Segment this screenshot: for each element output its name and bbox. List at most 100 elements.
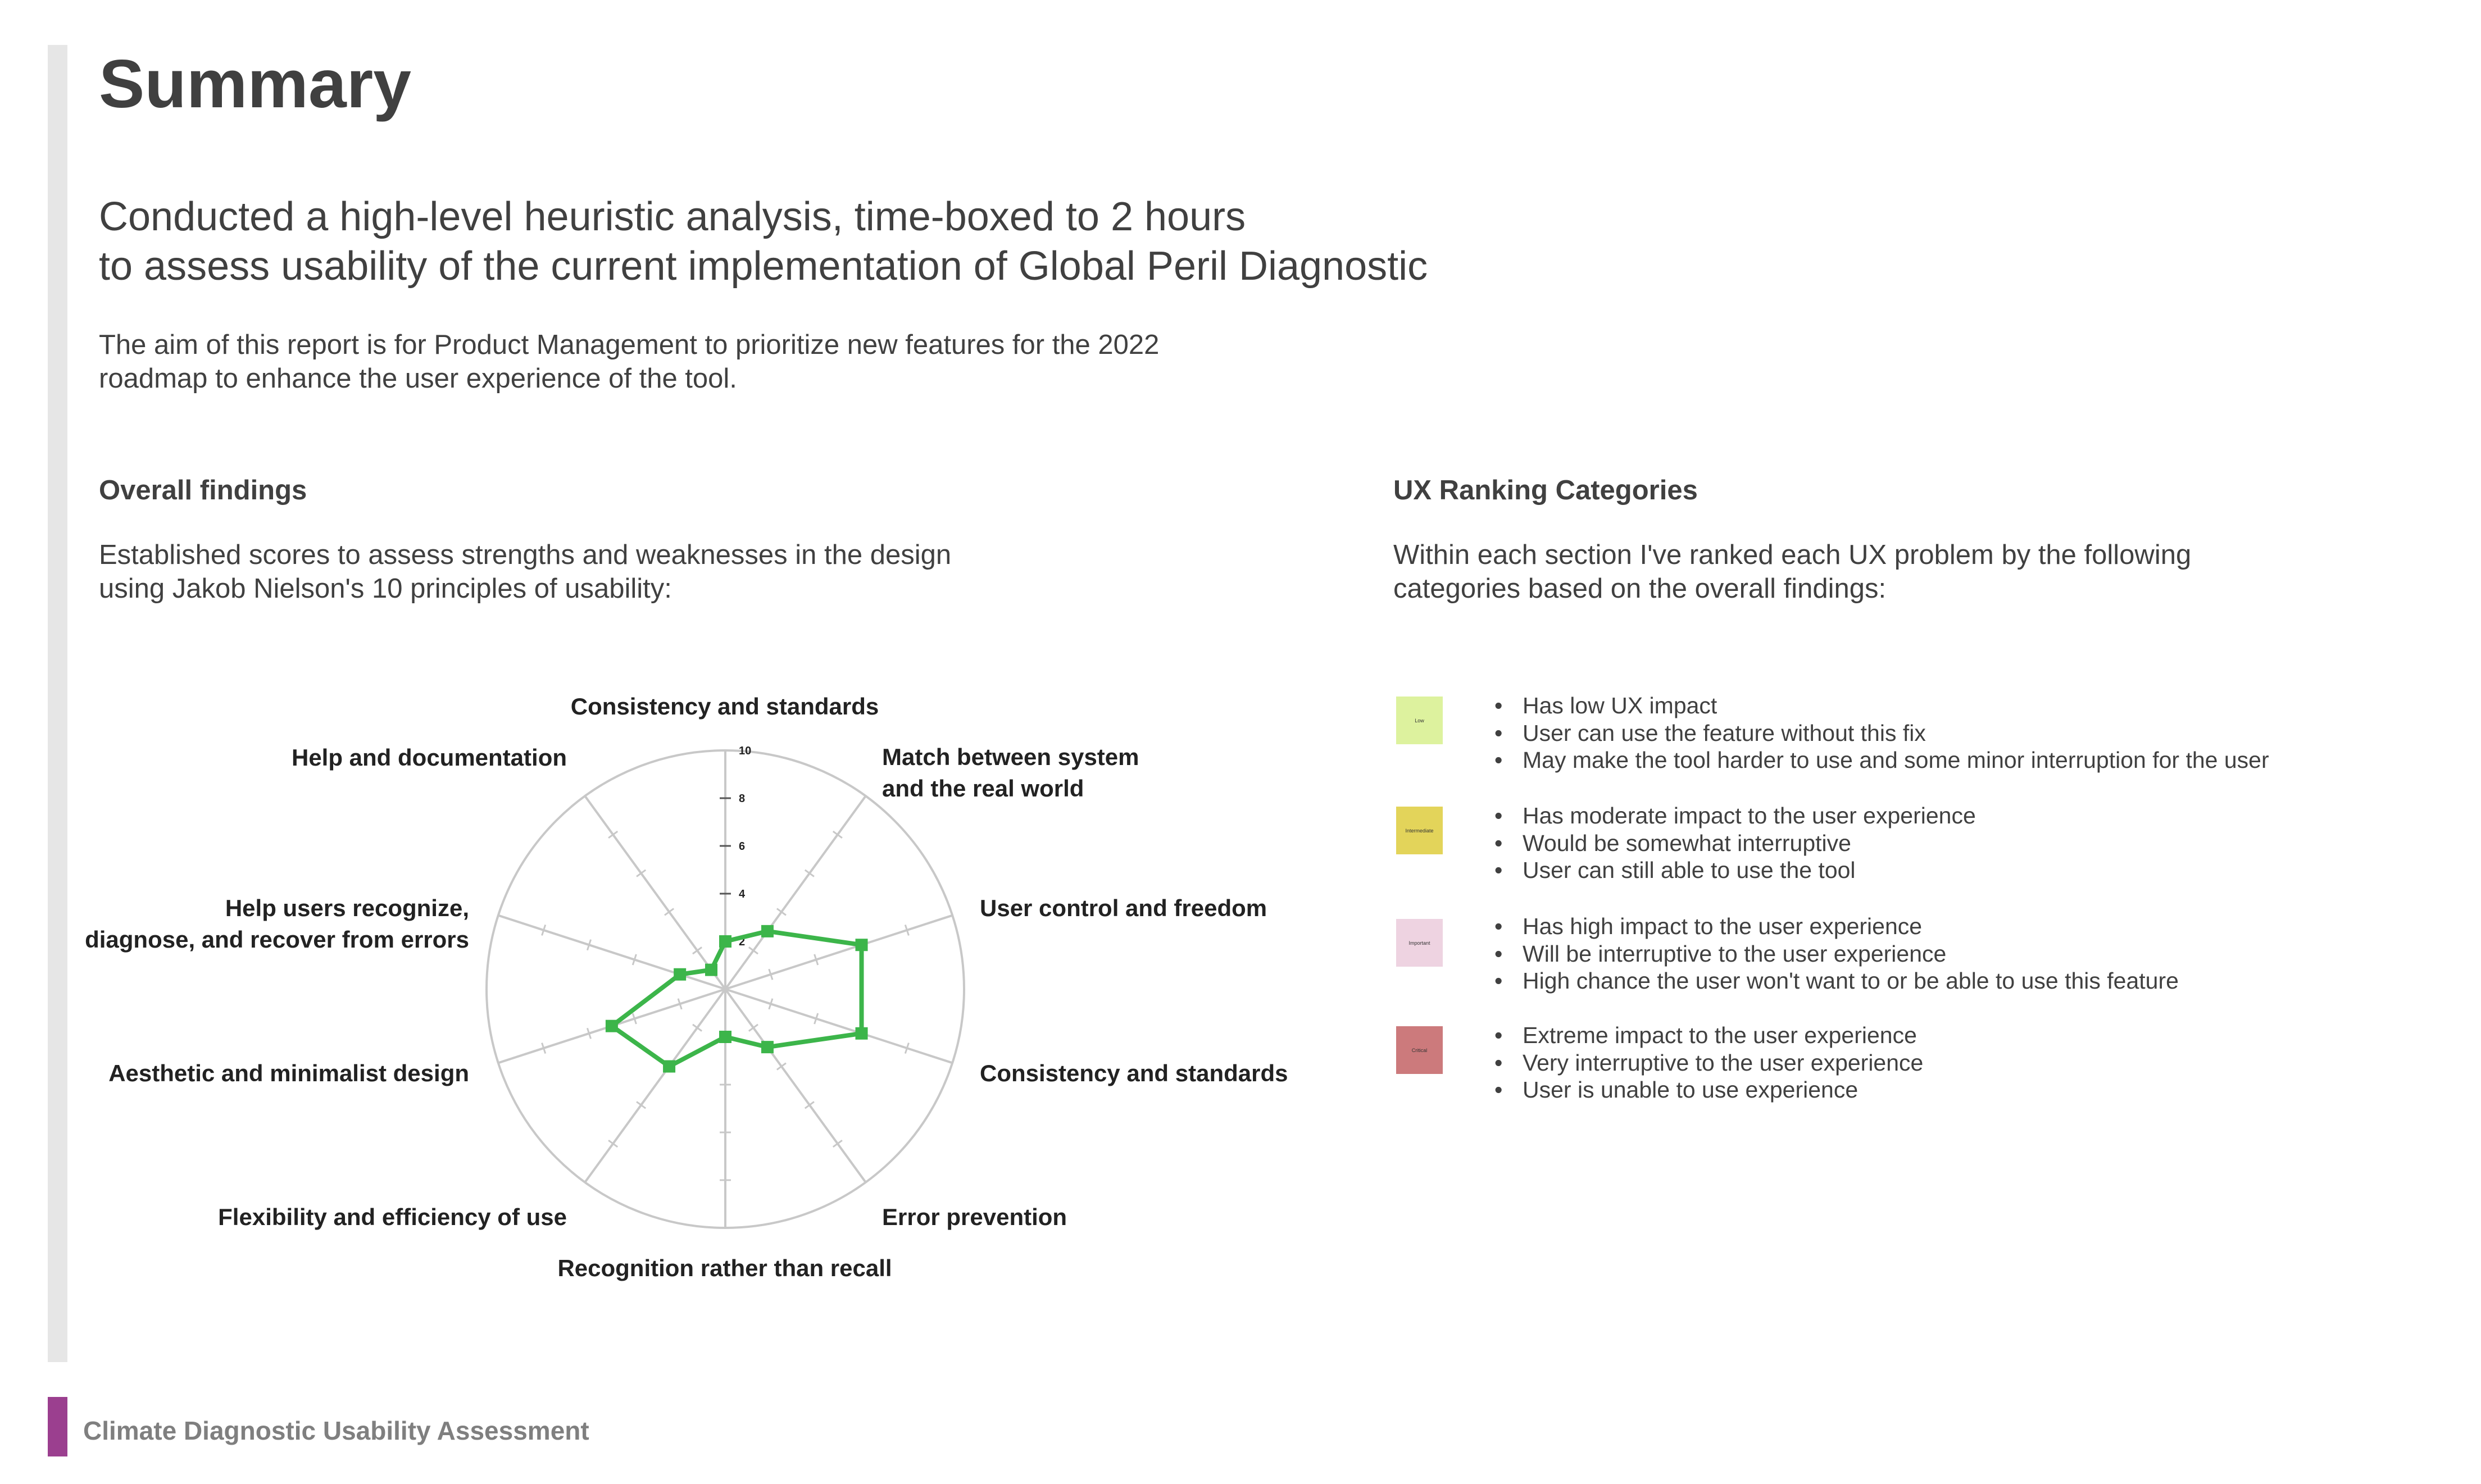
radar-tick-mark [636,869,647,877]
radar-tick-mark [832,1139,843,1148]
radar-tick-mark [631,954,637,966]
radar-data-point [705,963,718,976]
radar-tick-mark [608,830,619,839]
radar-axis-label: Error prevention [882,1204,1067,1230]
radar-tick-mark [832,830,843,839]
radar-axis-label: Consistency and standards [571,693,879,720]
radar-tick-mark [692,1023,703,1032]
findings-text-2: using Jakob Nielson's 10 principles of u… [99,573,672,604]
bullet-icon: • [1494,940,1503,967]
bullet-text: High chance the user won't want to or be… [1523,968,2179,994]
radar-tick-mark [586,1027,592,1039]
radar-tick-mark [768,998,774,1010]
bullet-icon: • [1494,857,1503,883]
radar-axis-label: diagnose, and recover from errors [85,926,469,953]
radar-axis-line [725,914,953,990]
radar-data-point [719,935,731,948]
radar-tick-mark [814,1013,819,1025]
ranking-text-1: Within each section I've ranked each UX … [1393,540,2192,570]
intro-line-1: The aim of this report is for Product Ma… [99,330,1160,360]
radar-tick-mark [904,924,910,936]
radar-data-point [663,1060,676,1073]
radar-tick-mark [748,946,758,955]
bullet-icon: • [1494,1049,1503,1076]
radar-tick-mark [677,998,683,1010]
radar-axis-label: Flexibility and efficiency of use [218,1204,567,1230]
radar-tick-mark [776,908,787,916]
intro-line-2: roadmap to enhance the user experience o… [99,363,737,394]
radar-tick-mark [692,946,703,955]
radar-data-point [761,925,774,937]
radar-tick-label: 2 [739,936,745,948]
radar-axis-line [725,988,953,1064]
bullet-icon: • [1494,830,1503,856]
bullet-icon: • [1494,747,1503,773]
radar-axis-label: and the real world [882,775,1084,802]
footer-title: Climate Diagnostic Usability Assessment [83,1416,589,1445]
bullet-text: User can use the feature without this fi… [1523,720,1926,746]
bullet-text: Has high impact to the user experience [1523,913,1923,939]
bullet-text: Will be interruptive to the user experie… [1523,940,1947,967]
findings-text-1: Established scores to assess strengths a… [99,540,952,570]
radar-data-point [719,1031,731,1043]
radar-data-point [605,1019,618,1032]
radar-tick-mark [608,1139,619,1148]
bullet-text: Extreme impact to the user experience [1523,1022,1917,1048]
radar-axis-line [724,988,867,1183]
radar-tick-label: 6 [739,840,745,853]
bullet-text: User is unable to use experience [1523,1077,1859,1103]
radar-axis-label: Help and documentation [292,744,567,771]
radar-axis-label: Aesthetic and minimalist design [108,1060,469,1086]
radar-axis-label: Consistency and standards [980,1060,1288,1086]
radar-axis-line [584,795,726,990]
category-swatch-critical: Critical [1396,1026,1443,1074]
radar-axis-label: Recognition rather than recall [557,1255,892,1281]
category-swatch-important: Important [1396,919,1443,967]
radar-tick-label: 8 [739,793,745,805]
bullet-icon: • [1494,693,1503,718]
footer-accent-bar [48,1397,67,1456]
radar-data-point [855,939,868,952]
radar-axis-label: Match between system [882,744,1139,770]
radar-data-point [855,1027,868,1040]
radar-axis-label: User control and freedom [980,895,1267,921]
bullet-icon: • [1494,1077,1503,1103]
bullet-icon: • [1494,1022,1503,1048]
radar-tick-mark [904,1043,910,1054]
radar-tick-mark [748,1023,758,1032]
left-accent-bar [48,45,67,1362]
radar-tick-mark [631,1013,637,1025]
radar-tick-mark [804,869,815,877]
radar-tick-mark [768,968,774,980]
radar-tick-mark [541,1043,547,1054]
bullet-icon: • [1494,803,1503,829]
bullet-text: Very interruptive to the user experience [1523,1049,1924,1076]
radar-tick-mark [814,954,819,966]
bullet-text: Has low UX impact [1523,693,1717,718]
radar-data-point [761,1041,774,1054]
subtitle-line-2: to assess usability of the current imple… [99,244,1428,289]
category-swatch-intermediate: Intermediate [1396,807,1443,854]
bullet-text: User can still able to use the tool [1523,857,1856,883]
radar-tick-label: 10 [739,745,751,757]
category-swatch-low: Low [1396,697,1443,744]
ranking-heading: UX Ranking Categories [1393,475,1698,506]
subtitle-line-1: Conducted a high-level heuristic analysi… [99,194,1246,239]
findings-heading: Overall findings [99,475,307,506]
bullet-icon: • [1494,968,1503,994]
radar-axis-line [584,988,726,1183]
radar-series-line [609,928,864,1069]
bullet-text: May make the tool harder to use and some… [1523,747,2269,773]
radar-tick-mark [586,939,592,951]
radar-tick-mark [664,908,675,916]
bullet-icon: • [1494,913,1503,939]
page-title: Summary [99,45,412,122]
radar-tick-mark [636,1101,647,1109]
bullet-icon: • [1494,720,1503,746]
ranking-text-2: categories based on the overall findings… [1393,573,1887,604]
radar-axis-line [498,914,726,990]
bullet-text: Would be somewhat interruptive [1523,830,1851,856]
radar-tick-mark [541,924,547,936]
radar-tick-label: 4 [739,888,746,900]
